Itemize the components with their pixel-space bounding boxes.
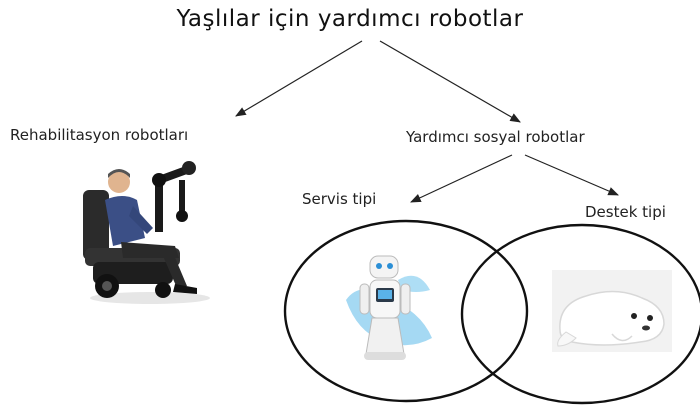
arrow-to-rehabilitation [235, 40, 363, 117]
arrow-to-service [410, 154, 513, 203]
social-label: Yardımcı sosyal robotlar [406, 128, 585, 146]
service-label: Servis tipi [302, 190, 377, 208]
support-circle [460, 223, 700, 405]
rehabilitation-label: Rehabilitasyon robotları [10, 126, 189, 144]
arrow-to-support [524, 154, 619, 196]
service-robot-image [346, 255, 432, 360]
seal-robot-image [552, 270, 672, 352]
diagram-title: Yaşlılar için yardımcı robotlar [176, 6, 524, 32]
service-circle [283, 219, 529, 403]
wheelchair-robot-image [83, 161, 210, 304]
support-label: Destek tipi [585, 203, 666, 221]
arrow-to-social [379, 40, 521, 123]
